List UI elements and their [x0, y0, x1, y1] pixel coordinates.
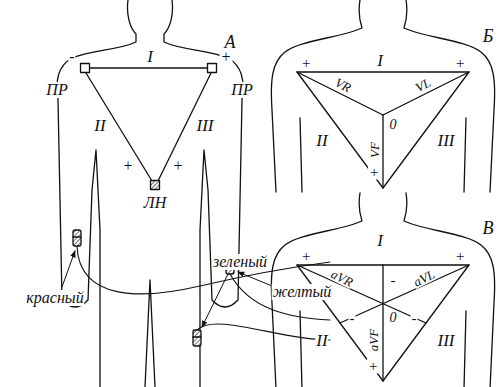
center-label: 0 [389, 118, 398, 132]
lead-label: II [315, 132, 328, 149]
lead-label: aVL [411, 267, 438, 289]
wire-color-label: зеленый [212, 254, 268, 270]
torso-outline [271, 193, 494, 387]
polarity-sign: - [349, 311, 356, 326]
center-label: 0 [389, 311, 398, 325]
lead-label: II [93, 117, 106, 134]
electrode [151, 181, 160, 190]
polarity-sign: + [454, 249, 466, 264]
panel-letter: В [482, 219, 495, 237]
electrode-label: ПР [230, 82, 253, 98]
wire-color-label: красный [25, 290, 84, 306]
lead-triangle [297, 265, 469, 381]
electrode [208, 64, 217, 73]
electrode-label: ПР [45, 82, 68, 98]
polarity-sign: + [122, 158, 135, 174]
lead-triangle [297, 72, 469, 188]
electrode-clip [73, 230, 81, 246]
polarity-sign: - [411, 311, 418, 326]
einthoven-triangle [86, 68, 211, 181]
lead-label: I [376, 232, 384, 249]
lead-label: I [146, 48, 154, 65]
polarity-sign: + [220, 49, 233, 65]
polarity-sign: + [172, 158, 185, 174]
lead-label: VF [368, 141, 381, 159]
panel-letter: Б [482, 27, 495, 45]
polarity-sign: - [390, 273, 397, 288]
lead-label: aVF [367, 328, 380, 352]
lead-label: I [376, 52, 384, 69]
electrode [81, 64, 90, 73]
leader-arrow [62, 251, 272, 327]
polarity-sign: + [367, 359, 379, 374]
polarity-sign: + [300, 56, 312, 71]
lead-label: II [315, 332, 328, 349]
polarity-sign: - [68, 49, 75, 65]
electrode-label: ЛН [143, 195, 167, 211]
polarity-sign: + [454, 56, 466, 71]
body-outline [57, 0, 243, 387]
wire-color-label: желтый [272, 284, 333, 300]
lead-label: III [437, 332, 456, 349]
electrode-clip [193, 330, 201, 346]
polarity-sign: + [368, 165, 380, 180]
lead-label: III [196, 117, 215, 134]
lead-label: III [437, 132, 456, 149]
torso-outline [271, 0, 494, 192]
polarity-sign: + [300, 249, 312, 264]
